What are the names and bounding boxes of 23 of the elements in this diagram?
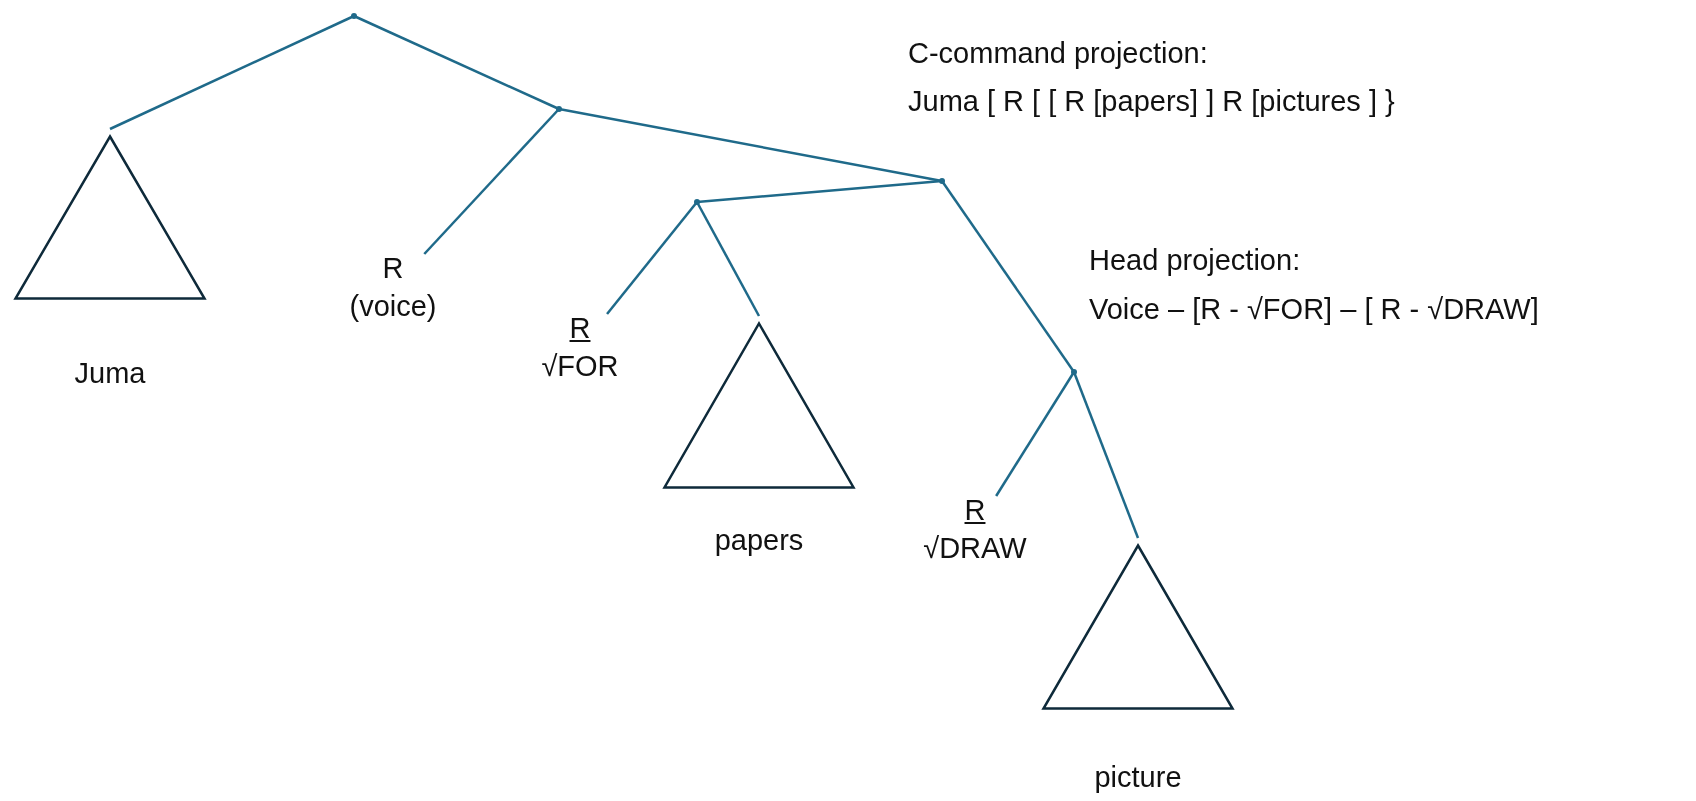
triangle <box>14 135 206 300</box>
node-label: (voice) <box>349 289 437 322</box>
triangle <box>663 322 855 489</box>
node-label: papers <box>714 524 804 556</box>
node-label: Juma <box>74 357 146 389</box>
note-text: Head projection: <box>1089 243 1301 278</box>
tree-branch <box>423 108 560 255</box>
branch-point <box>1071 369 1077 375</box>
branch-point <box>556 106 562 112</box>
branch-point <box>939 178 945 184</box>
triangle <box>1042 544 1234 710</box>
node-label: R <box>964 494 986 526</box>
node-label: R <box>382 252 404 284</box>
note-text: Voice – [R - √FOR] – [ R - √DRAW] <box>1089 292 1539 327</box>
node-label: √DRAW <box>923 531 1027 564</box>
note-text: C-command projection: <box>908 36 1208 71</box>
branch-point <box>351 13 357 19</box>
note-text: Juma [ R [ [ R [papers] ] R [pictures ] } <box>908 84 1395 119</box>
tree-branch <box>606 201 698 315</box>
branch-point <box>694 199 700 205</box>
node-label: R <box>569 312 591 344</box>
node-label: √FOR <box>541 349 619 382</box>
node-label: picture <box>1094 761 1182 793</box>
